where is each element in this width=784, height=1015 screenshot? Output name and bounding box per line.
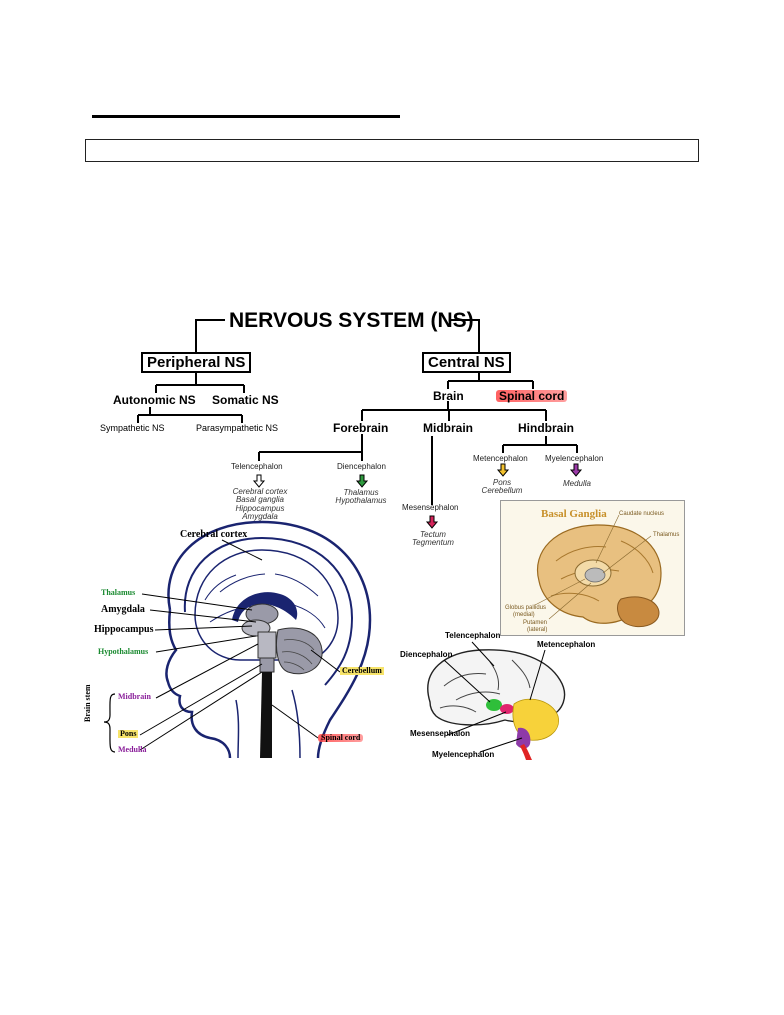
tree-forebrain: Forebrain — [333, 421, 389, 435]
part-pons: Pons — [492, 478, 512, 487]
dev-myelencephalon: Myelencephalon — [432, 750, 495, 759]
label-midbrain: Midbrain — [118, 692, 151, 701]
tree-sympathetic: Sympathetic NS — [100, 423, 165, 433]
diencephalon-parts: Thalamus Hypothalamus — [328, 488, 394, 506]
bg-putamen-sub: (lateral) — [527, 627, 548, 633]
tree-mesencephalon: Mesensephalon — [402, 503, 459, 512]
tree-diencephalon: Diencephalon — [337, 462, 386, 471]
dev-diencephalon: Diencephalon — [400, 650, 453, 659]
arrow-telencephalon — [252, 474, 266, 488]
bg-putamen: Putamen — [523, 620, 548, 626]
arrow-mesencephalon — [425, 515, 439, 529]
arrow-myelencephalon — [569, 463, 583, 477]
part-amygdala: Amygdala — [242, 512, 278, 522]
label-medulla: Medulla — [118, 745, 147, 754]
part-thalamus: Thalamus — [343, 488, 379, 497]
tree-hindbrain: Hindbrain — [518, 421, 574, 435]
tree-root: NERVOUS SYSTEM (NS) — [229, 309, 474, 332]
bg-title: Basal Ganglia — [541, 508, 607, 520]
part-tegmentum: Tegmentum — [412, 538, 454, 548]
label-hippocampus: Hippocampus — [94, 624, 154, 635]
label-pons: Pons — [118, 729, 139, 738]
part-cerebellum: Cerebellum — [481, 486, 523, 496]
basal-ganglia-brain — [534, 514, 662, 628]
bg-globus-sub: (medial) — [513, 612, 535, 618]
tree-telencephalon: Telencephalon — [231, 462, 283, 471]
dev-telencephalon: Telencephalon — [445, 631, 501, 640]
metencephalon-parts: Pons Cerebellum — [474, 478, 530, 496]
label-amygdala: Amygdala — [101, 604, 145, 615]
part-medulla: Medulla — [562, 479, 591, 488]
tree-midbrain: Midbrain — [423, 421, 473, 435]
label-cerebral-cortex: Cerebral cortex — [180, 529, 248, 540]
header-rule — [92, 115, 400, 118]
header-box — [85, 139, 699, 162]
label-thalamus: Thalamus — [101, 588, 136, 597]
tree-metencephalon: Metencephalon — [473, 454, 528, 463]
tree-brain: Brain — [433, 389, 464, 403]
label-cerebellum: Cerebellum — [340, 666, 384, 675]
bg-thalamus: Thalamus — [653, 532, 680, 538]
part-tectum: Tectum — [420, 530, 446, 539]
tree-myelencephalon: Myelencephalon — [545, 454, 604, 463]
part-hypothalamus: Hypothalamus — [335, 496, 387, 506]
part-hippocampus: Hippocampus — [235, 503, 285, 513]
myelencephalon-parts: Medulla — [555, 479, 599, 488]
dev-metencephalon: Metencephalon — [537, 640, 596, 649]
bg-globus: Globus pallidus — [505, 605, 547, 611]
dev-mesencephalon: Mesensephalon — [410, 729, 471, 738]
mesencephalon-parts: Tectum Tegmentum — [403, 530, 463, 548]
tree-central: Central NS — [422, 352, 511, 373]
arrow-diencephalon — [355, 474, 369, 488]
part-basal-ganglia: Basal ganglia — [235, 495, 285, 505]
tree-somatic: Somatic NS — [212, 393, 279, 407]
tree-peripheral: Peripheral NS — [141, 352, 252, 373]
tree-spinal-cord: Spinal cord — [496, 390, 568, 402]
bg-caudate: Caudate nucleus — [619, 511, 665, 517]
basal-ganglia-panel: Basal Ganglia Caudate nucleus Thalamus G… — [500, 500, 685, 636]
tree-parasympathetic: Parasympathetic NS — [196, 423, 279, 433]
part-cerebral-cortex: Cerebral cortex — [232, 487, 288, 496]
tree-autonomic: Autonomic NS — [113, 393, 196, 407]
arrow-metencephalon — [496, 463, 510, 477]
label-spinal-cord: Spinal cord — [318, 734, 364, 742]
label-hypothalamus: Hypothalamus — [98, 647, 149, 656]
telencephalon-parts: Cerebral cortex Basal ganglia Hippocampu… — [227, 487, 293, 522]
